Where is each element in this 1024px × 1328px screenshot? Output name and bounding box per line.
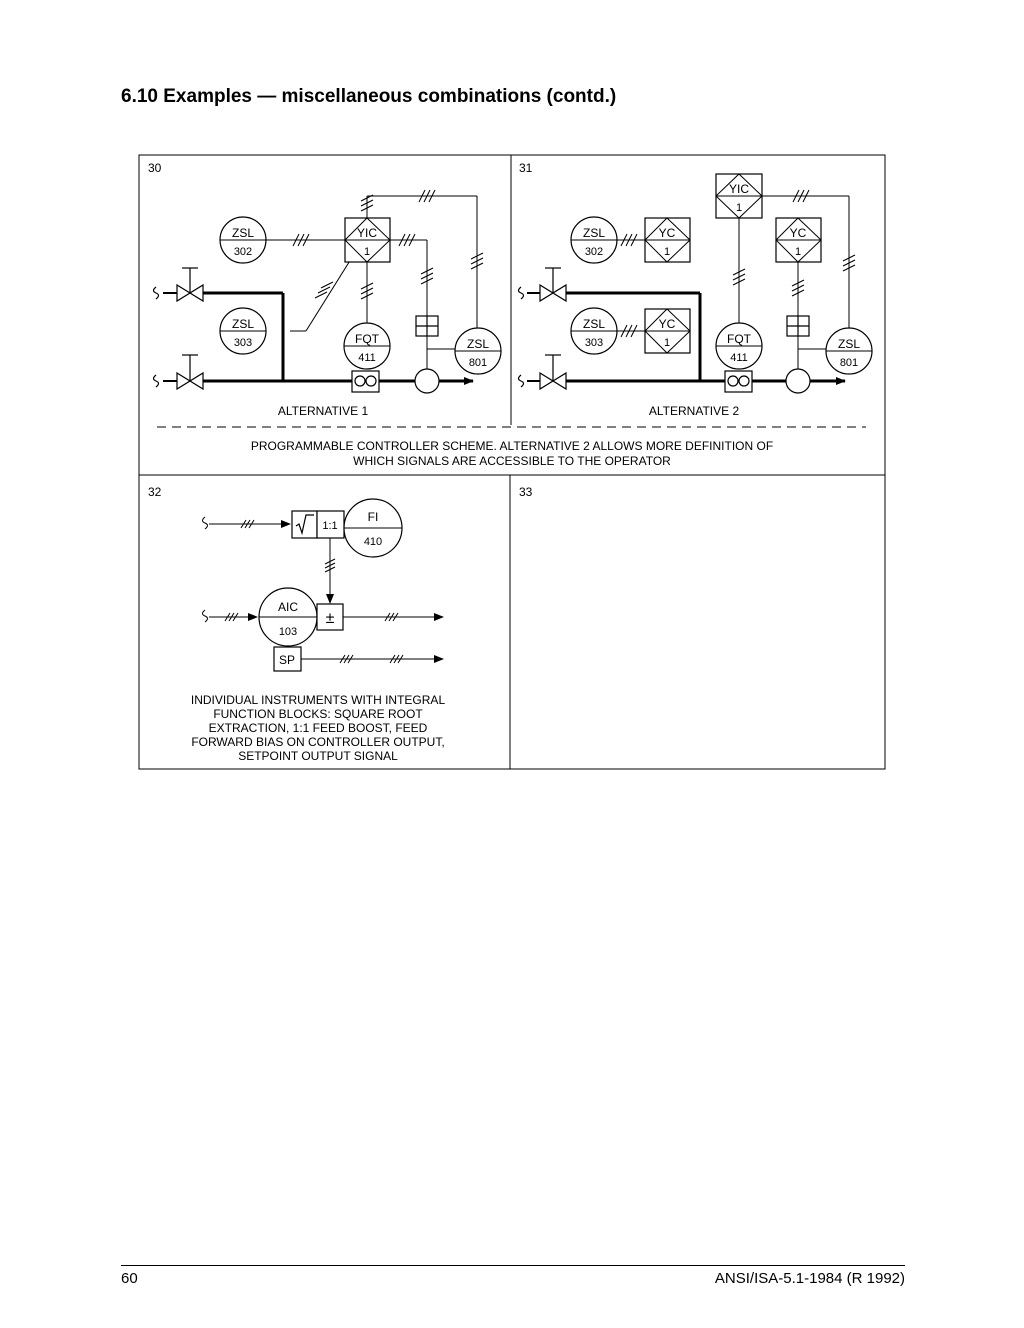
instrument-fi-410: FI 410 [343,498,403,558]
instrument-zsl-801: ZSL 801 [454,327,502,375]
instrument-tag: 1 [664,246,670,258]
switch-element [415,315,439,337]
controller-yic-1: YIC 1 [715,173,763,219]
instrument-function: ZSL [838,337,860,351]
instrument-function: FQT [727,332,752,346]
square-root-block [291,510,318,539]
panel-number-33: 33 [519,485,533,499]
footer-rule [121,1265,905,1266]
controller-yc-1: YC 1 [644,217,691,263]
setpoint-label: SP [279,653,295,667]
figure-frame [138,154,886,770]
instrument-tag: 410 [364,536,382,548]
instrument-function: YC [659,317,676,331]
pump [414,368,440,394]
instrument-tag: 103 [279,626,297,638]
instrument-function: YC [790,226,807,240]
instrument-tag: 801 [840,357,858,369]
instrument-function: ZSL [467,337,489,351]
panel-number-32: 32 [148,485,162,499]
signal-lines [266,195,478,373]
instrument-tag: 1 [795,246,801,258]
signal-hash-marks [620,189,856,338]
instrument-zsl-303: ZSL 303 [219,307,267,355]
ratio-block: 1:1 [316,510,345,539]
ratio-label: 1:1 [322,520,337,532]
caption-line: EXTRACTION, 1:1 FEED BOOST, FEED [209,721,428,735]
instrument-function: YIC [729,182,749,196]
standard-reference: ANSI/ISA-5.1-1984 (R 1992) [714,1270,905,1287]
instrument-tag: 303 [585,337,603,349]
instrument-function: AIC [278,600,298,614]
controller-yic-1: YIC 1 [344,217,391,263]
instrument-function: ZSL [232,317,254,331]
caption-line: INDIVIDUAL INSTRUMENTS WITH INTEGRAL [191,693,446,707]
pump [785,368,811,394]
instrument-tag: 1 [664,337,670,349]
bias-symbol: ± [326,610,335,627]
instrument-fqt-411: FQT 411 [343,322,391,370]
panel-number-31: 31 [519,161,533,175]
flow-meter-element [724,370,753,393]
caption-line: SETPOINT OUTPUT SIGNAL [238,749,398,763]
switch-element [786,315,810,337]
signal-hash-marks [292,189,484,300]
instrument-tag: 302 [234,246,252,258]
controller-aic-103: AIC 103 [258,587,318,647]
controller-yc-1: YC 1 [644,308,691,354]
controller-yc-1: YC 1 [775,217,822,263]
instrument-function: YC [659,226,676,240]
instrument-tag: 1 [364,246,370,258]
instrument-function: ZSL [232,226,254,240]
panel-caption: ALTERNATIVE 2 [649,404,740,418]
instrument-zsl-801: ZSL 801 [825,327,873,375]
page-heading: 6.10 Examples — miscellaneous combinatio… [121,86,617,107]
panel-31: ZSL 302 ZSL 303 YC 1 YC 1 YIC [517,173,873,418]
flow-meter-element [351,370,380,393]
caption-line: FUNCTION BLOCKS: SQUARE ROOT [213,707,423,721]
instrument-tag: 411 [358,352,376,364]
page-number: 60 [121,1270,138,1287]
instrument-zsl-303: ZSL 303 [570,307,618,355]
instrument-zsl-302: ZSL 302 [570,216,618,264]
signal-lines [202,516,444,663]
instrument-zsl-302: ZSL 302 [219,216,267,264]
signal-hash-marks [224,519,404,664]
valve-302 [539,267,567,303]
panel-caption: ALTERNATIVE 1 [278,404,369,418]
instrument-function: YIC [357,226,377,240]
instrument-function: ZSL [583,226,605,240]
valve-302 [176,267,204,303]
instrument-fqt-411: FQT 411 [715,322,763,370]
panel-caption: INDIVIDUAL INSTRUMENTS WITH INTEGRAL FUN… [191,693,446,763]
panel-32: 1:1 FI 410 AIC 103 ± SP INDIVIDUAL [191,498,446,763]
instrument-tag: 303 [234,337,252,349]
setpoint-block: SP [273,646,302,672]
instrument-function: FQT [355,332,380,346]
shared-caption-line1: PROGRAMMABLE CONTROLLER SCHEME. ALTERNAT… [251,439,773,453]
shared-caption-line2: WHICH SIGNALS ARE ACCESSIBLE TO THE OPER… [353,454,671,468]
instrument-function: FI [368,510,379,524]
caption-line: FORWARD BIAS ON CONTROLLER OUTPUT, [191,735,444,749]
instrument-tag: 1 [736,202,742,214]
panel-30: ZSL 302 ZSL 303 YIC 1 FQT 411 [152,189,502,418]
panel-number-30: 30 [148,161,162,175]
instrument-function: ZSL [583,317,605,331]
valve-303 [176,354,204,391]
instrument-tag: 801 [469,357,487,369]
instrument-tag: 302 [585,246,603,258]
bias-block: ± [316,603,344,631]
instrument-tag: 411 [730,352,748,364]
valve-303 [539,354,567,391]
